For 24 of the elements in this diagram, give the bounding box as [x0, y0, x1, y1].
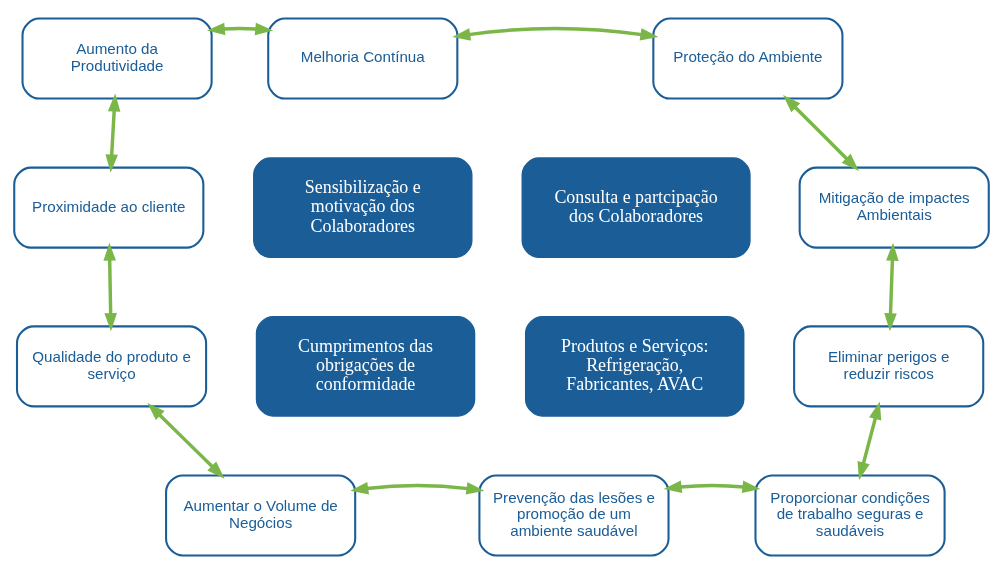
- node-box: Aumentar o Volume de Negócios: [165, 474, 357, 557]
- arrow: [105, 93, 121, 173]
- arrow: [783, 95, 859, 171]
- node-box: Sensibilização e motivação dos Colaboradores: [253, 157, 473, 258]
- arrow: [452, 26, 659, 41]
- node-box: Melhoria Contínua: [267, 17, 459, 100]
- node-box: Produtos e Serviços: Refrigeração, Fabricantes, AVAC: [524, 316, 745, 417]
- arrow: [663, 480, 761, 494]
- node-box: Prevenção das lesões e promoção de um ambiente saudável: [478, 474, 670, 557]
- node-box: Proporcionar condições de trabalho seguras e saudáveis: [754, 474, 946, 557]
- arrow: [857, 401, 882, 481]
- node-box: Proteção do Ambiente: [652, 17, 844, 100]
- arrow: [884, 242, 899, 332]
- node-box: Qualidade do produto e serviço: [15, 325, 208, 408]
- node-box: Aumento da Produtividade: [21, 17, 213, 100]
- arrow: [350, 482, 485, 495]
- node-box: Cumprimentos das obrigações de conformidade: [255, 316, 476, 417]
- arrow: [147, 402, 225, 479]
- arrow: [103, 242, 117, 332]
- node-box: Consulta e partcipação dos Colaboradores: [521, 157, 751, 258]
- node-box: Mitigação de impactes Ambientais: [798, 166, 990, 249]
- node-box: Eliminar perigos e reduzir riscos: [793, 325, 985, 408]
- node-box: Proximidade ao cliente: [13, 166, 205, 249]
- arrow: [206, 22, 274, 36]
